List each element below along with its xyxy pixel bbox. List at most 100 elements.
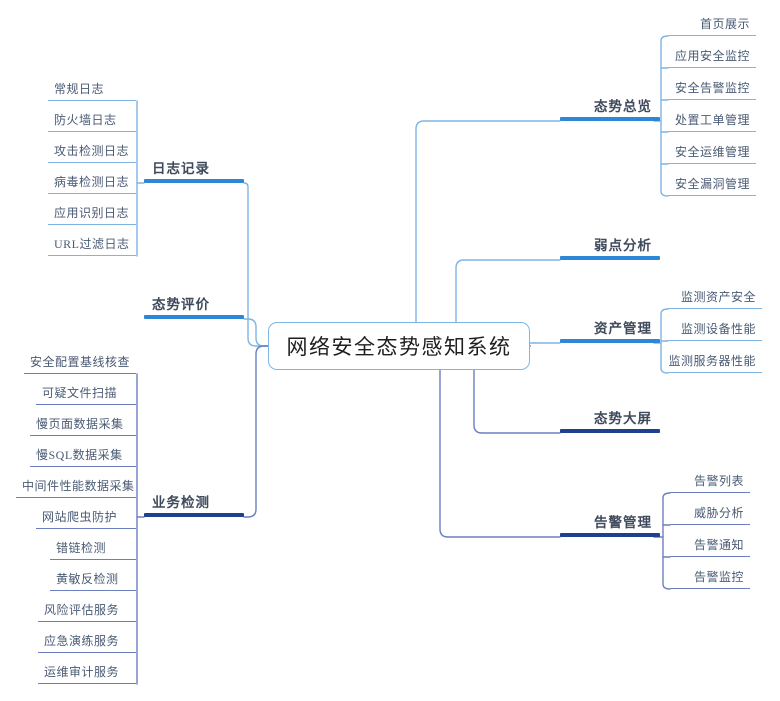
leaf-overview-4[interactable]: 安全运维管理 [668, 138, 756, 164]
leaf-overview-1[interactable]: 应用安全监控 [668, 42, 756, 68]
branch-situation-bigscreen[interactable]: 态势大屏 [560, 405, 660, 433]
branch-label: 告警管理 [594, 515, 652, 530]
leaf-overview-5[interactable]: 安全漏洞管理 [668, 170, 756, 196]
branch-label: 业务检测 [152, 495, 210, 510]
leaf-biz-0[interactable]: 安全配置基线核查 [24, 348, 136, 374]
leaf-alarm-0[interactable]: 告警列表 [670, 467, 750, 493]
branch-alarm-management[interactable]: 告警管理 [560, 509, 660, 537]
branch-bar [144, 513, 244, 517]
branch-situation-evaluation[interactable]: 态势评价 [144, 291, 244, 319]
leaf-bar [668, 307, 762, 309]
branch-asset-management[interactable]: 资产管理 [560, 315, 660, 343]
leaf-biz-8[interactable]: 风险评估服务 [38, 596, 136, 622]
leaf-label: 应用安全监控 [674, 49, 750, 63]
leaf-log-1[interactable]: 防火墙日志 [48, 106, 136, 132]
leaf-log-5[interactable]: URL过滤日志 [48, 230, 136, 256]
leaf-bar [36, 527, 136, 529]
leaf-label: 慢页面数据采集 [36, 417, 124, 431]
leaf-label: 慢SQL数据采集 [36, 448, 123, 462]
leaf-biz-2[interactable]: 慢页面数据采集 [30, 410, 136, 436]
branch-situation-overview[interactable]: 态势总览 [560, 93, 660, 121]
leaf-overview-3[interactable]: 处置工单管理 [668, 106, 756, 132]
leaf-bar [30, 434, 136, 436]
leaf-label: 中间件性能数据采集 [22, 479, 135, 493]
leaf-alarm-1[interactable]: 威胁分析 [670, 499, 750, 525]
leaf-asset-1[interactable]: 监测设备性能 [668, 315, 762, 341]
leaf-label: 可疑文件扫描 [42, 386, 118, 400]
branch-label: 资产管理 [594, 321, 652, 336]
leaf-alarm-3[interactable]: 告警监控 [670, 563, 750, 589]
leaf-asset-0[interactable]: 监测资产安全 [668, 283, 762, 309]
leaf-bar [668, 98, 756, 100]
branch-business-detection[interactable]: 业务检测 [144, 489, 244, 517]
leaf-label: 病毒检测日志 [54, 175, 130, 189]
leaf-bar [668, 371, 762, 373]
branch-weakness-analysis[interactable]: 弱点分析 [560, 232, 660, 260]
leaf-bar [48, 99, 136, 101]
leaf-biz-10[interactable]: 运维审计服务 [38, 658, 136, 684]
branch-bar [560, 429, 660, 433]
branch-label: 态势总览 [594, 99, 652, 114]
branch-log-record[interactable]: 日志记录 [144, 155, 244, 183]
leaf-bar [670, 491, 750, 493]
leaf-biz-1[interactable]: 可疑文件扫描 [36, 379, 136, 405]
branch-bar [144, 315, 244, 319]
leaf-log-4[interactable]: 应用识别日志 [48, 199, 136, 225]
leaf-bar [48, 223, 136, 225]
leaf-asset-2[interactable]: 监测服务器性能 [668, 347, 762, 373]
branch-bar [560, 256, 660, 260]
branch-bar [560, 339, 660, 343]
leaf-bar [668, 339, 762, 341]
leaf-label: 应用识别日志 [54, 206, 130, 220]
leaf-log-3[interactable]: 病毒检测日志 [48, 168, 136, 194]
leaf-bar [48, 161, 136, 163]
leaf-label: 常规日志 [54, 82, 105, 96]
leaf-bar [38, 682, 136, 684]
leaf-bar [38, 620, 136, 622]
leaf-label: 监测资产安全 [680, 290, 756, 304]
leaf-bar [36, 403, 136, 405]
leaf-alarm-2[interactable]: 告警通知 [670, 531, 750, 557]
leaf-biz-9[interactable]: 应急演练服务 [38, 627, 136, 653]
leaf-bar [670, 587, 750, 589]
leaf-label: 首页展示 [699, 17, 750, 31]
leaf-label: 告警监控 [693, 570, 744, 584]
leaf-bar [48, 130, 136, 132]
leaf-bar [48, 192, 136, 194]
leaf-biz-6[interactable]: 错链检测 [50, 534, 136, 560]
root-node[interactable]: 网络安全态势感知系统 [268, 322, 530, 370]
root-node-label: 网络安全态势感知系统 [286, 335, 512, 359]
leaf-biz-4[interactable]: 中间件性能数据采集 [16, 472, 136, 498]
leaf-label: URL过滤日志 [54, 237, 130, 251]
leaf-biz-7[interactable]: 黄敏反检测 [50, 565, 136, 591]
leaf-bar [670, 523, 750, 525]
leaf-bar [30, 465, 136, 467]
leaf-label: 告警列表 [693, 474, 744, 488]
leaf-bar [668, 162, 756, 164]
leaf-label: 攻击检测日志 [54, 144, 130, 158]
branch-bar [144, 179, 244, 183]
leaf-bar [668, 130, 756, 132]
branch-label: 态势大屏 [594, 411, 652, 426]
leaf-label: 应急演练服务 [44, 634, 120, 648]
leaf-bar [670, 555, 750, 557]
leaf-biz-5[interactable]: 网站爬虫防护 [36, 503, 136, 529]
leaf-label: 风险评估服务 [44, 603, 120, 617]
branch-label: 态势评价 [152, 297, 210, 312]
leaf-label: 防火墙日志 [54, 113, 117, 127]
leaf-label: 安全运维管理 [674, 145, 750, 159]
branch-label: 日志记录 [152, 161, 210, 176]
leaf-log-0[interactable]: 常规日志 [48, 75, 136, 101]
leaf-log-2[interactable]: 攻击检测日志 [48, 137, 136, 163]
branch-label: 弱点分析 [594, 238, 652, 253]
leaf-label: 黄敏反检测 [56, 572, 119, 586]
leaf-label: 错链检测 [56, 541, 107, 555]
leaf-overview-0[interactable]: 首页展示 [668, 10, 756, 36]
leaf-bar [50, 589, 136, 591]
leaf-bar [50, 558, 136, 560]
leaf-biz-3[interactable]: 慢SQL数据采集 [30, 441, 136, 467]
leaf-bar [16, 496, 136, 498]
leaf-label: 运维审计服务 [44, 665, 120, 679]
leaf-overview-2[interactable]: 安全告警监控 [668, 74, 756, 100]
